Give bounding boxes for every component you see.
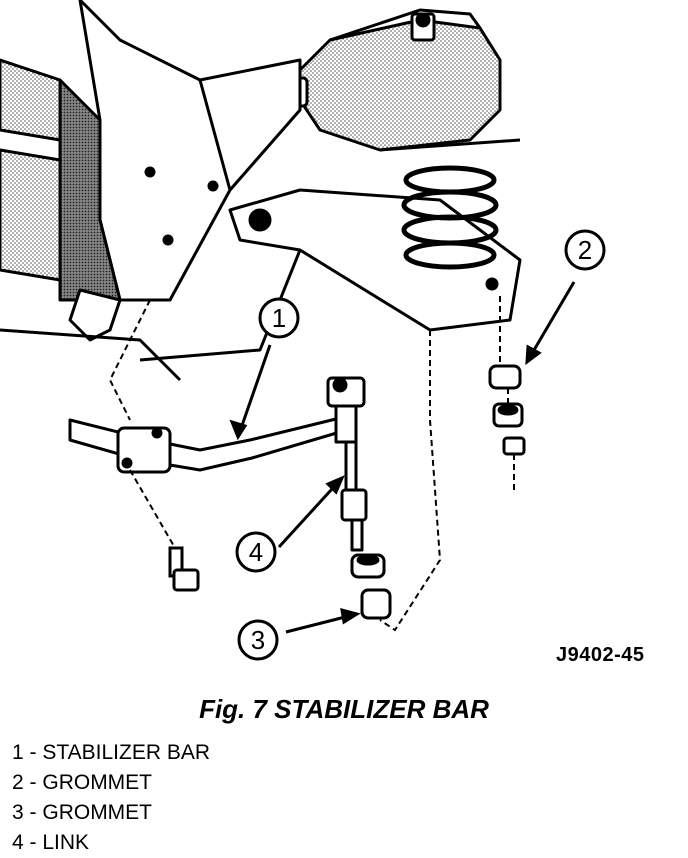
legend-item-number: 1 xyxy=(12,741,42,764)
stabilizer-bar-illustration: 1 2 3 4 xyxy=(0,0,606,661)
leader-lines xyxy=(229,281,576,634)
legend: 1STABILIZER BAR 2GROMMET 3GROMMET 4LINK xyxy=(12,738,210,858)
frame-rail xyxy=(0,0,302,342)
legend-item: 4LINK xyxy=(12,828,210,858)
callout-1: 1 xyxy=(258,297,300,339)
callout-4: 4 xyxy=(235,531,277,573)
callout-4-label: 4 xyxy=(249,537,263,567)
stabilizer-bar xyxy=(68,416,342,474)
lower-control-arm xyxy=(0,188,522,382)
callout-2: 2 xyxy=(564,229,606,271)
legend-item-number: 4 xyxy=(12,831,42,854)
alignment-lines xyxy=(108,296,515,632)
coil-spring xyxy=(401,165,499,270)
stabilizer-link xyxy=(326,376,368,552)
callout-3: 3 xyxy=(237,619,279,661)
legend-item-number: 2 xyxy=(12,771,42,794)
figure-caption: Fig. 7 STABILIZER BAR xyxy=(199,694,489,724)
upper-control-arm xyxy=(280,8,521,152)
callout-3-label: 3 xyxy=(251,625,265,655)
legend-item: 1STABILIZER BAR xyxy=(12,738,210,768)
legend-item-label: GROMMET xyxy=(42,771,153,794)
bracket-bolt xyxy=(168,546,200,592)
legend-item: 3GROMMET xyxy=(12,798,210,828)
legend-item-label: LINK xyxy=(42,831,90,854)
callout-2-label: 2 xyxy=(578,235,592,265)
callout-1-label: 1 xyxy=(272,303,286,333)
legend-item-label: STABILIZER BAR xyxy=(42,741,211,764)
lower-grommets xyxy=(350,553,392,620)
legend-item-number: 3 xyxy=(12,801,42,824)
legend-item: 2GROMMET xyxy=(12,768,210,798)
figure-id: J9402-45 xyxy=(556,644,645,666)
legend-item-label: GROMMET xyxy=(42,801,153,824)
upper-grommets xyxy=(488,364,526,456)
